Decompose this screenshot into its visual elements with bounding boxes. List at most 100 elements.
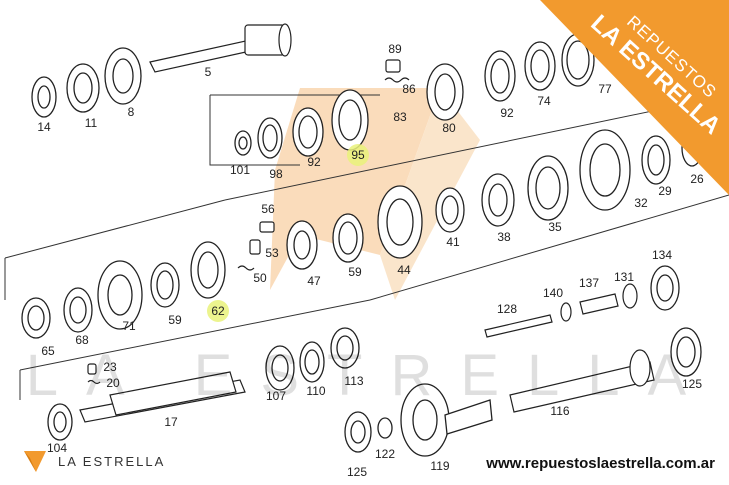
part-131-bearing: [622, 283, 638, 309]
part-number-label: 47: [307, 274, 321, 288]
part-number-label: 131: [614, 270, 634, 284]
part-number-label: 35: [548, 220, 562, 234]
part-number-label: 89: [388, 42, 402, 56]
part-122-washer: [377, 417, 393, 439]
star-logo-icon: [24, 451, 46, 472]
part-29-bearing: [641, 135, 671, 185]
part-20-spring: [87, 379, 101, 385]
part-number-label: 53: [265, 246, 279, 260]
part-77-ring: [561, 33, 595, 87]
part-89-small-block: [385, 59, 401, 73]
part-44-gear: [377, 185, 423, 259]
part-110-ring: [299, 341, 325, 383]
part-number-label: 26: [690, 172, 704, 186]
part-107-bearing: [265, 345, 295, 391]
part-number-label: 74: [537, 94, 551, 108]
part-number-label: 107: [266, 389, 286, 403]
part-8-bearing: [104, 47, 142, 105]
part-104-bearing: [47, 403, 73, 441]
part-number-label: 137: [579, 276, 599, 290]
part-59-ring: [332, 213, 364, 263]
part-68-bearing: [63, 287, 93, 333]
part-number-label: 116: [550, 404, 569, 418]
part-number-label: 59: [168, 313, 182, 327]
part-number-label: 122: [375, 447, 395, 461]
part-number-label: 14: [37, 120, 51, 134]
part-59-ring-lower: [150, 262, 180, 308]
part-74-bearing: [524, 41, 556, 91]
part-5-shaft: [149, 23, 292, 73]
part-number-label: 86: [402, 82, 416, 96]
website-url: www.repuestoslaestrella.com.ar: [486, 455, 715, 472]
part-47-gear: [286, 220, 318, 270]
part-26-bearing: [681, 129, 703, 167]
part-number-label: 98: [269, 167, 283, 181]
part-number-label: 8: [128, 105, 135, 119]
part-80-gear: [426, 63, 464, 121]
part-95-sleeve: [331, 89, 369, 151]
part-125-bearing: [344, 411, 372, 453]
part-number-label: 71: [122, 319, 136, 333]
brand-watermark-text: LA ESTRELLA: [26, 343, 714, 408]
part-number-label: 44: [397, 263, 411, 277]
part-140-washer: [560, 302, 572, 322]
footer-brand: LA ESTRELLA: [22, 448, 165, 474]
part-116-shaft: [509, 349, 655, 413]
part-65-bushing: [21, 297, 51, 339]
part-number-label: 92: [500, 106, 514, 120]
part-number-label: 20: [106, 376, 120, 390]
part-number-label: 128: [497, 302, 517, 316]
part-number-label: 95: [351, 148, 365, 162]
part-number-label: 92: [307, 155, 321, 169]
part-113-bearing: [330, 327, 360, 369]
part-71-gear: [97, 260, 143, 330]
part-number-label: 65: [41, 344, 55, 358]
part-56-block: [259, 221, 275, 233]
part-number-label: 140: [543, 286, 563, 300]
part-41-bearing: [435, 187, 465, 233]
part-number-label: 17: [164, 415, 178, 429]
part-17-shaft: [79, 371, 246, 423]
part-number-label: 50: [253, 271, 267, 285]
part-35-gear: [527, 155, 569, 221]
part-number-label: 41: [446, 235, 460, 249]
part-number-label: 125: [682, 377, 702, 391]
part-number-label: 101: [230, 163, 250, 177]
highlight-95-marker: [347, 144, 369, 166]
part-50-spring: [237, 265, 255, 271]
part-number-label: 56: [261, 202, 275, 216]
part-number-label: 11: [85, 116, 98, 130]
part-number-label: 5: [205, 65, 212, 79]
part-number-label: 110: [306, 384, 325, 398]
part-125-bearing-right: [670, 327, 702, 377]
part-62-sleeve: [190, 241, 226, 299]
part-14-nut: [31, 76, 57, 118]
part-number-label: 23: [103, 360, 117, 374]
part-92-ring: [484, 50, 516, 102]
part-number-label: 38: [497, 230, 511, 244]
part-number-label: 134: [652, 248, 672, 262]
part-119-gear: [400, 383, 493, 457]
part-number-label: 59: [348, 265, 362, 279]
part-38-gear: [481, 173, 515, 227]
part-number-label: 119: [430, 459, 449, 473]
part-number-label: 77: [598, 82, 612, 96]
part-11-bearing: [66, 63, 100, 113]
part-number-label: 68: [75, 333, 89, 347]
part-32-gear: [579, 129, 631, 211]
part-86-spring: [384, 77, 410, 83]
part-134-bearing: [650, 265, 680, 311]
footer-brand-name: LA ESTRELLA: [58, 453, 166, 469]
part-number-label: 32: [634, 196, 648, 210]
part-128-shaft: [484, 314, 553, 338]
part-number-label: 83: [393, 110, 407, 124]
part-53-pin: [249, 239, 261, 255]
part-number-label: 62: [211, 304, 225, 318]
highlight-62-marker: [207, 300, 229, 322]
part-98-ring: [257, 117, 283, 159]
part-137-sleeve: [579, 293, 619, 315]
part-number-label: 80: [442, 121, 456, 135]
part-number-label: 104: [47, 441, 67, 455]
